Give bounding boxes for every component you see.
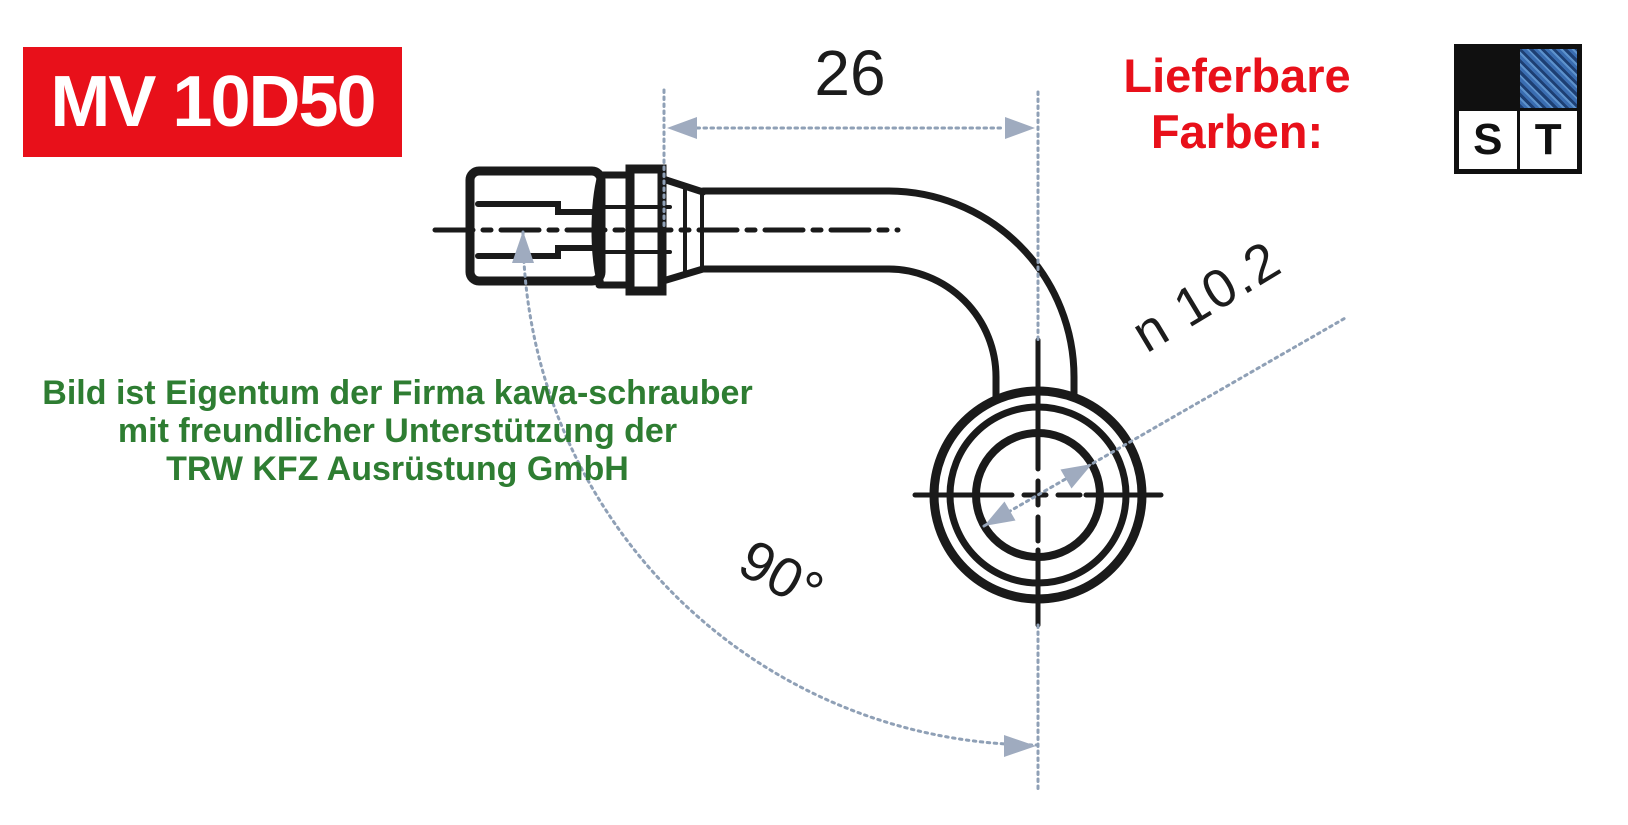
colors-note-line2: Farben:	[1150, 105, 1324, 158]
st-logo: S T	[1454, 44, 1582, 174]
arrow-down-left-icon	[984, 501, 1016, 526]
arrow-up-icon	[512, 231, 534, 263]
logo-carbon-square	[1519, 49, 1577, 108]
attribution-line-1: Bild ist Eigentum der Firma kawa-schraub…	[42, 374, 753, 412]
arrow-up-right-icon	[1060, 464, 1092, 489]
arrow-east-icon	[1004, 735, 1036, 757]
attribution-line-3: TRW KFZ Ausrüstung GmbH	[166, 450, 629, 488]
product-code-badge: MV 10D50	[23, 47, 402, 157]
dimension-diameter-line	[982, 315, 1349, 528]
colors-note-line1: Lieferbare	[1123, 49, 1351, 102]
arrow-left-icon	[667, 117, 697, 139]
angle-arc	[512, 230, 1040, 757]
fitting-socket	[465, 166, 606, 286]
dimension-layer	[512, 88, 1349, 792]
attribution-line-2: mit freundlicher Unterstützung der	[117, 412, 678, 450]
hose-tube	[699, 187, 1078, 402]
logo-letter-s: S	[1459, 110, 1517, 169]
available-colors-note: Lieferbare Farben:	[1080, 48, 1394, 160]
arrow-right-icon	[1005, 117, 1035, 139]
dimension-length-label: 26	[814, 37, 885, 109]
attribution-text: Bild ist Eigentum der Firma kawa-schraub…	[20, 374, 775, 488]
dimension-angle-label: 90°	[729, 527, 834, 623]
product-code: MV 10D50	[50, 62, 376, 142]
dimension-26-line	[662, 88, 1040, 792]
logo-black-square	[1459, 49, 1517, 108]
dimension-diameter-label: n 10.2	[1122, 229, 1292, 364]
logo-letter-t: T	[1519, 110, 1577, 169]
centerlines	[432, 227, 1164, 628]
